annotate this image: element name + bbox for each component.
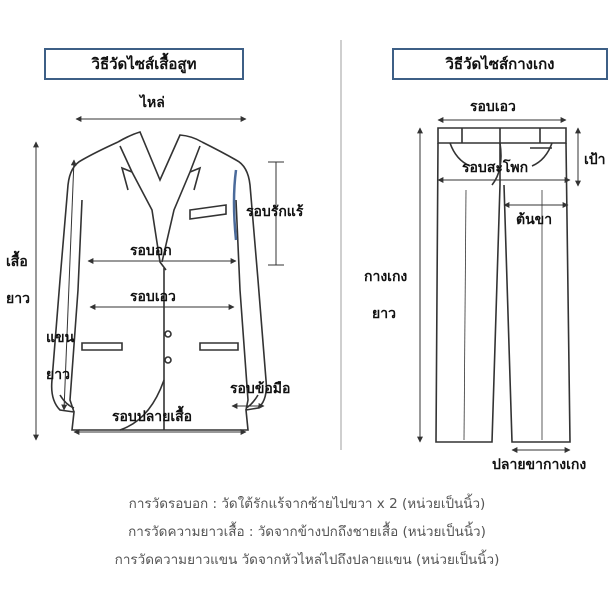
jacket-length-label-2: ยาว <box>6 291 30 307</box>
caption-sleeve-length: การวัดความยาวแขน วัดจากหัวไหล่ไปถึงปลายแ… <box>114 552 500 568</box>
waist-label: รอบเอว <box>130 289 176 305</box>
wrist-label: รอบข้อมือ <box>230 381 291 397</box>
armhole-accent <box>232 169 238 241</box>
pants-illustration <box>435 127 571 443</box>
jacket-length-label-1: เสื้อ <box>6 254 28 270</box>
center-divider <box>340 40 342 450</box>
sleeve-length-label-2: ยาว <box>46 367 70 383</box>
caption-chest: การวัดรอบอก : วัดใต้รักแร้จากซ้ายไปขวา x… <box>128 496 486 512</box>
thigh-label: ต้นขา <box>516 212 553 228</box>
pants-waist-label: รอบเอว <box>470 99 516 115</box>
hem-label: รอบปลายเสื้อ <box>112 409 193 425</box>
hip-label: รอบสะโพก <box>462 160 529 176</box>
caption-jacket-length: การวัดความยาวเสื้อ : วัดจากข้างปกถึงชายเ… <box>128 524 486 540</box>
jacket-title: วิธีวัดไซส์เสื้อสูท <box>44 48 244 80</box>
pants-length-label-1: กางเกง <box>364 269 408 285</box>
leg-opening-label: ปลายขากางเกง <box>492 457 587 473</box>
pants-length-label-2: ยาว <box>372 306 396 322</box>
rise-label: เป้า <box>584 152 606 168</box>
sleeve-length-line <box>61 159 77 411</box>
armhole-label: รอบรักแร้ <box>246 204 304 220</box>
sleeve-length-label-1: แขน <box>46 330 75 346</box>
shoulder-label: ไหล่ <box>140 95 165 111</box>
chest-label: รอบอก <box>130 243 172 259</box>
caption-block: การวัดรอบอก : วัดใต้รักแร้จากซ้ายไปขวา x… <box>0 490 614 574</box>
pants-title: วิธีวัดไซส์กางเกง <box>392 48 608 80</box>
